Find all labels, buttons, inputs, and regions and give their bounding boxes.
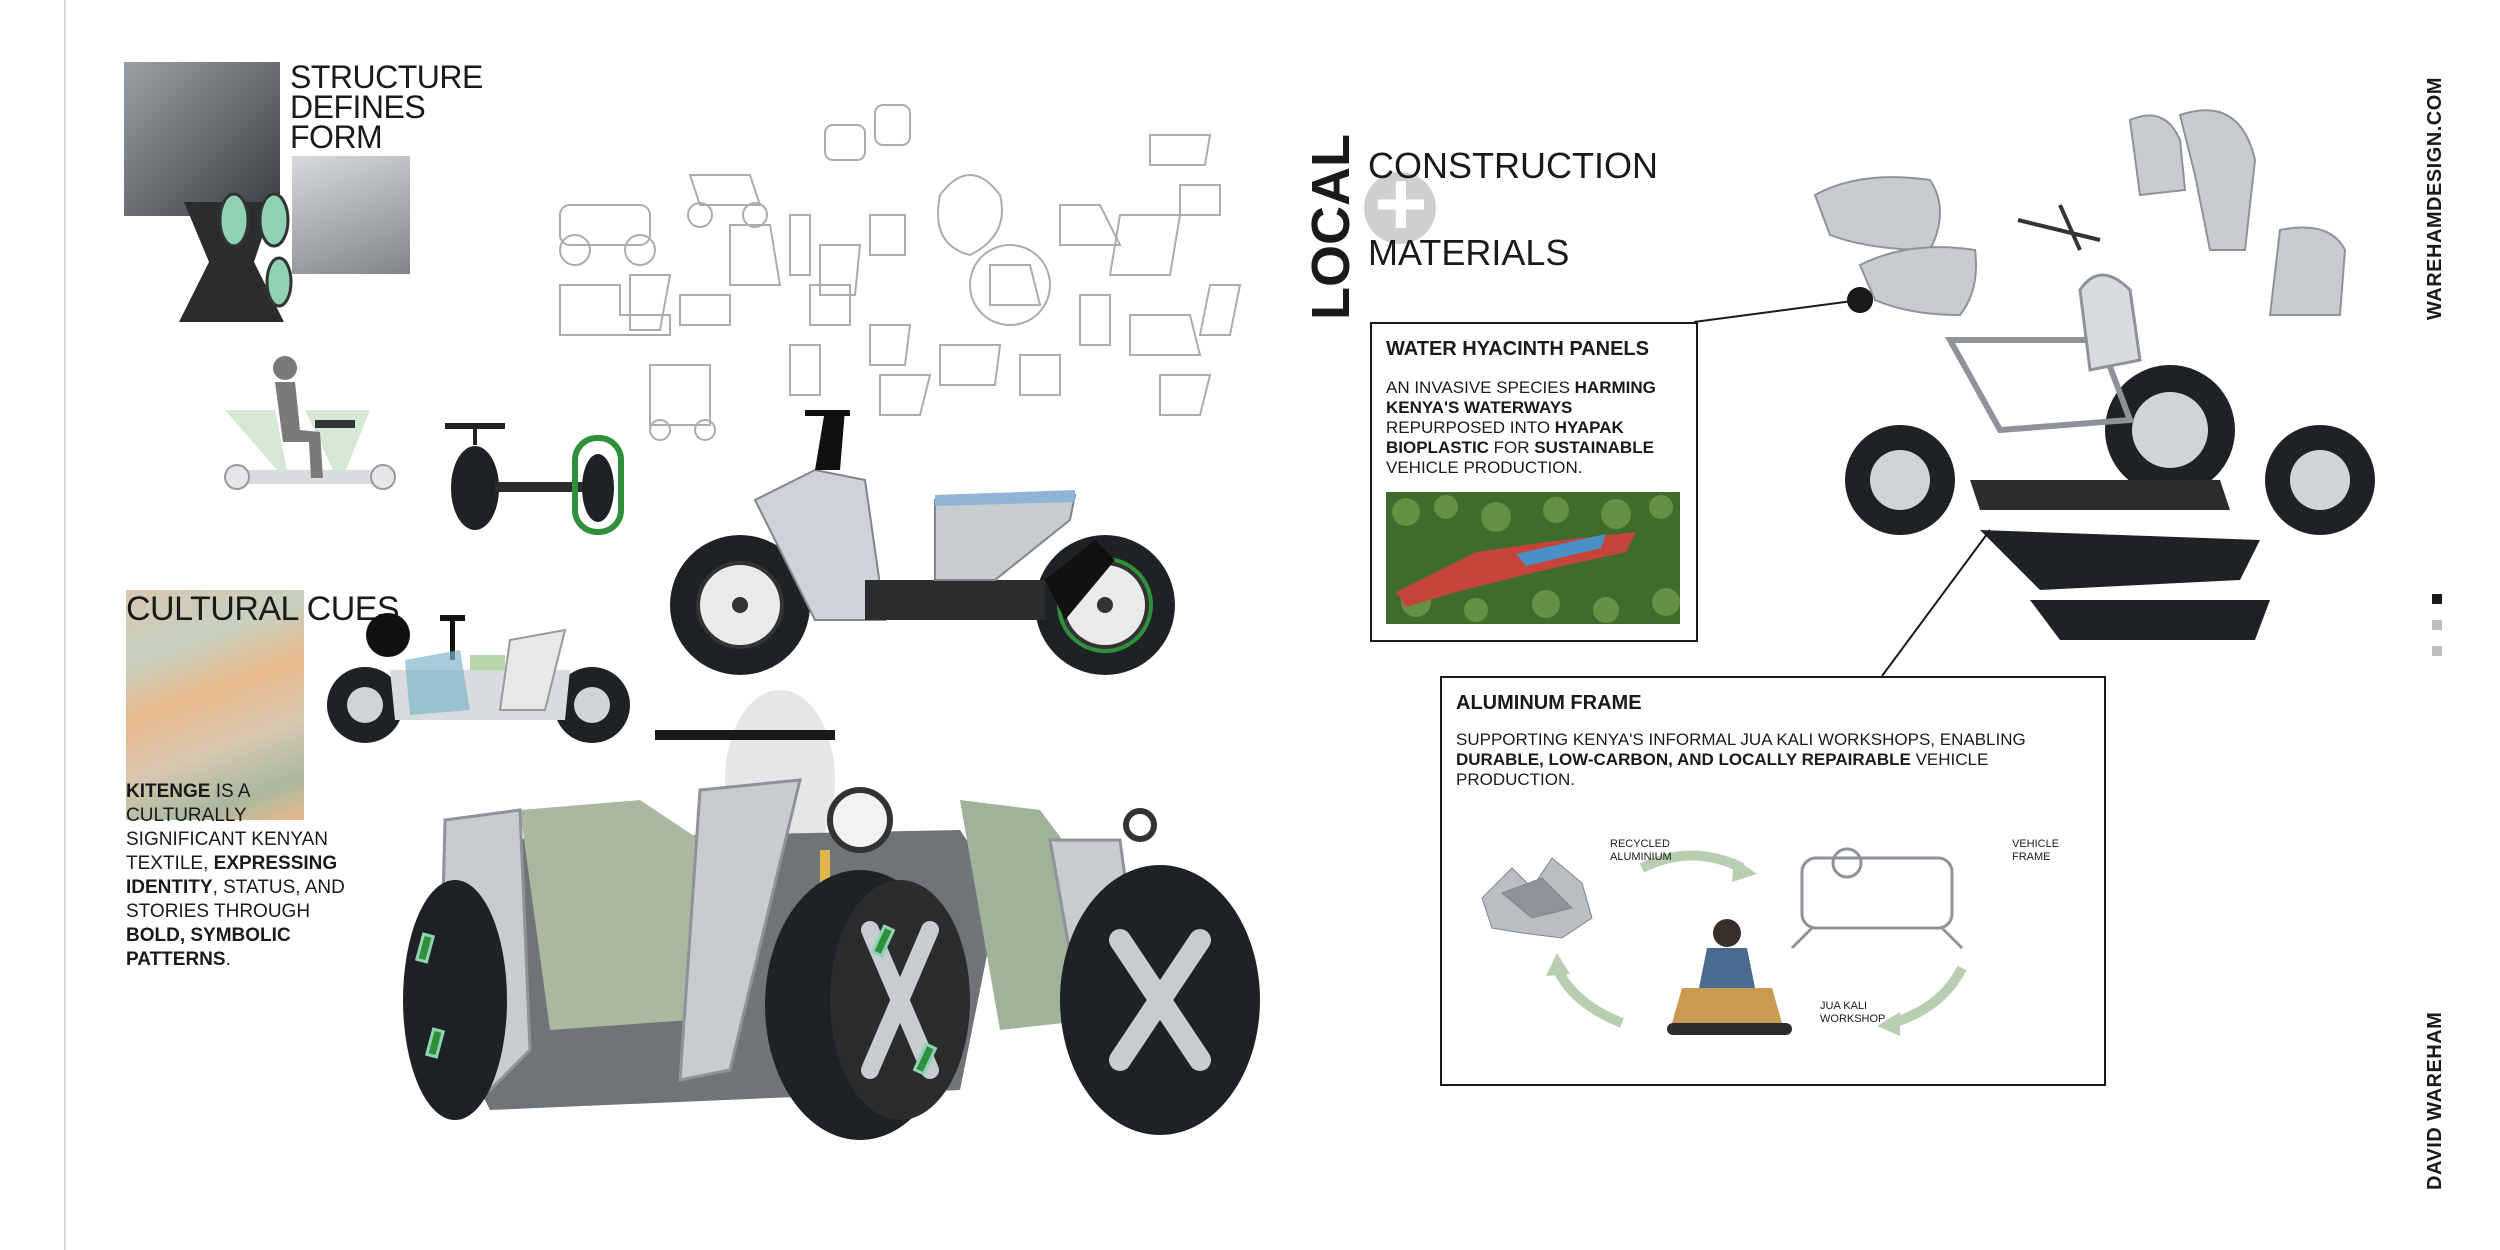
jua-kali-cycle-diagram [1481,847,1967,1036]
body-text: AN INVASIVE SPECIES [1386,378,1575,397]
page-indicator[interactable] [2432,620,2442,630]
rider-side-illustration [224,356,396,490]
hero-vehicle-render [403,690,1260,1140]
plus-sign: + [1374,153,1428,255]
structure-heading-line: FORM [290,119,383,155]
cultural-body-text: , STATUS, AND STORIES THROUGH [126,877,345,922]
kitenge-textile-swatch [126,590,304,820]
body-text: REPURPOSED INTO [1386,418,1555,437]
page-margin-line [64,0,66,1250]
body-bold: HYAPAK BIOPLASTIC [1386,418,1624,457]
chassis-top-view [445,423,624,535]
exploded-view-render [1813,109,2375,640]
water-hyacinth-body: AN INVASIVE SPECIES HARMING KENYA'S WATE… [1386,378,1682,478]
structure-heading-line: STRUCTURE [290,59,483,95]
water-hyacinth-title: WATER HYACINTH PANELS [1386,338,1649,360]
cycle-label-recycled: RECYCLED ALUMINIUM [1610,838,1672,863]
body-text: VEHICLE PRODUCTION. [1456,750,1989,789]
aluminum-frame-body: SUPPORTING KENYA'S INFORMAL JUA KALI WOR… [1456,730,2076,790]
aluminum-frame-title: ALUMINUM FRAME [1456,692,1642,714]
water-hyacinth-photo [1386,492,1680,624]
local-heading-line1: CONSTRUCTION [1368,145,1658,186]
body-bold: SUSTAINABLE [1534,438,1654,457]
vehicle-side-profile [670,410,1175,675]
cultural-body: KITENGE IS A CULTURALLY SIGNIFICANT KENY… [126,780,366,972]
plus-disc [1364,172,1436,244]
concept-sketches [559,104,1242,441]
kitenge-trike-render [327,613,630,743]
structure-photo-collage [124,62,410,324]
body-bold: DURABLE, LOW-CARBON, AND LOCALLY REPAIRA… [1456,750,1911,769]
sidebar-website: WAREHAMDESIGN.COM [2424,77,2446,320]
cultural-body-bold: KITENGE [126,781,211,802]
page-indicator-active[interactable] [2432,594,2442,604]
cycle-label-workshop: JUA KALI WORKSHOP [1820,1000,1886,1025]
body-text: SUPPORTING KENYA'S INFORMAL JUA KALI WOR… [1456,730,2026,749]
sidebar-author: DAVID WAREHAM [2424,1011,2446,1190]
body-bold: HARMING KENYA'S WATERWAYS [1386,378,1656,417]
body-text: FOR [1488,438,1535,457]
local-heading-line2: MATERIALS [1368,232,1570,273]
cultural-body-text: . [225,949,231,970]
cycle-label-frame: VEHICLE FRAME [2012,838,2060,863]
cultural-body-bold: BOLD, SYMBOLIC PATTERNS [126,925,291,970]
cultural-heading: CULTURAL CUES [126,590,400,628]
water-hyacinth-card: WATER HYACINTH PANELS AN INVASIVE SPECIE… [1370,322,1698,642]
structure-heading-line: DEFINES [290,89,426,125]
structure-heading: STRUCTURE DEFINES FORM [290,59,483,155]
page-indicator[interactable] [2432,646,2442,656]
cultural-body-bold: EXPRESSING IDENTITY [126,853,338,898]
aluminum-frame-card: ALUMINUM FRAME SUPPORTING KENYA'S INFORM… [1440,676,2106,1086]
body-text: VEHICLE PRODUCTION. [1386,458,1583,477]
cultural-body-text: IS A CULTURALLY SIGNIFICANT KENYAN TEXTI… [126,781,328,874]
